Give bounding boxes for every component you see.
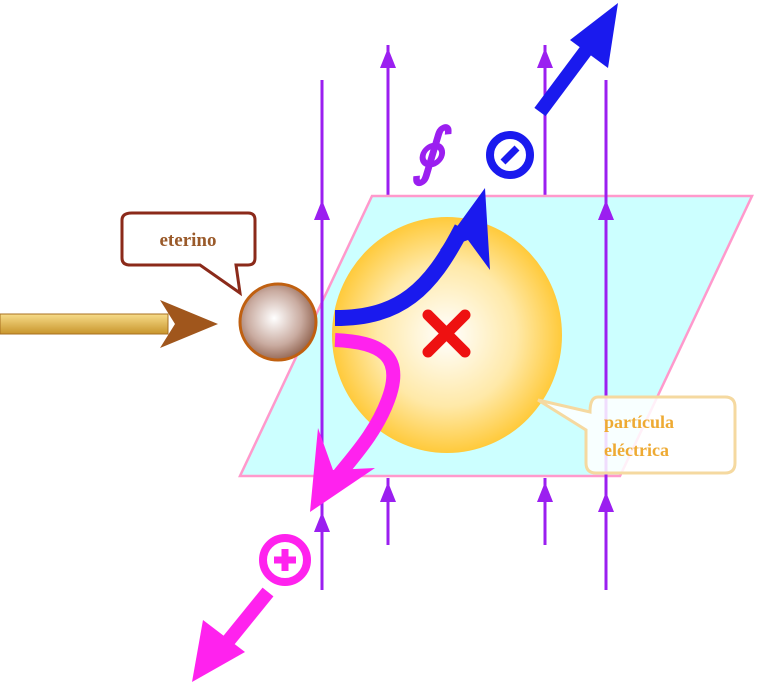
eterino-label: eterino (160, 230, 217, 251)
negative-outgoing-arrow (534, 3, 618, 117)
eterino-ball (238, 282, 318, 362)
field-arrowhead (598, 200, 614, 220)
field-arrowhead (537, 48, 553, 68)
eterino-incoming-arrow (0, 300, 218, 348)
flux-symbol: ∮ (412, 118, 452, 187)
positive-outgoing-arrow (192, 587, 274, 682)
field-arrowhead (314, 512, 330, 532)
field-arrowhead (380, 482, 396, 502)
positive-charge-icon (259, 534, 311, 586)
negative-charge-arrow (334, 188, 490, 326)
electric-particle-callout: partícula eléctrica (537, 395, 737, 475)
field-arrowhead (598, 492, 614, 512)
eterino-callout: eterino (120, 211, 257, 297)
field-arrowhead (537, 482, 553, 502)
field-arrowhead (314, 200, 330, 220)
particle-label-line1: partícula (604, 412, 674, 432)
particle-label-line2: eléctrica (604, 440, 669, 460)
negative-charge-icon (486, 131, 534, 179)
positive-charge-cross-icon (422, 309, 471, 358)
field-arrowhead (380, 48, 396, 68)
positive-charge-arrow (310, 333, 401, 512)
